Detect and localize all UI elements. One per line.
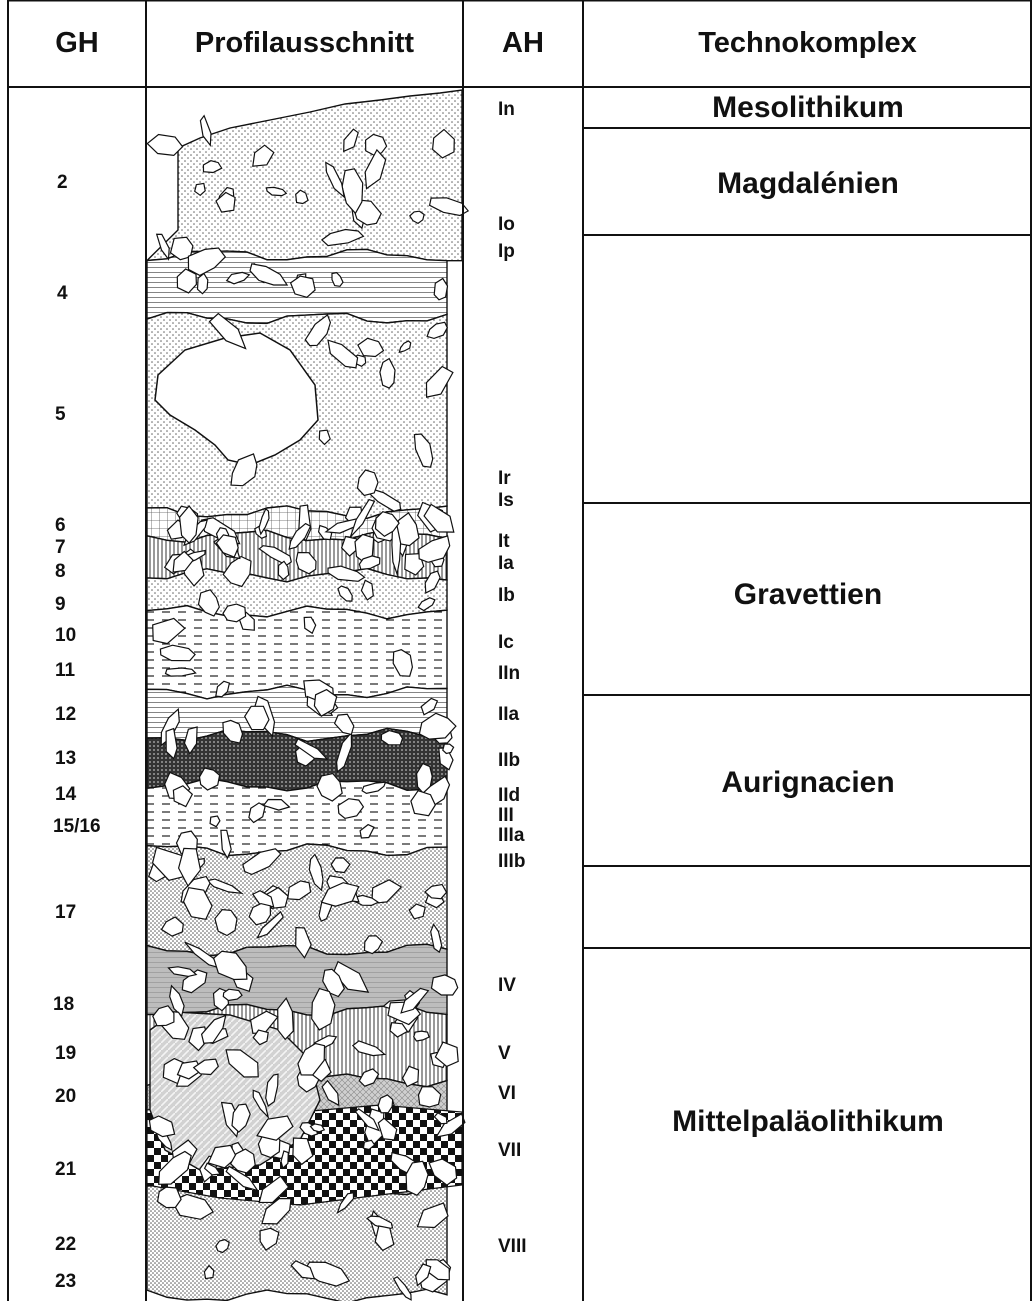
- header-profilausschnitt: Profilausschnitt: [146, 18, 463, 68]
- ah-label: IIIa: [498, 825, 524, 847]
- ah-label: In: [498, 99, 515, 121]
- technokomplex-magdalenien: Magdalénien: [584, 166, 1032, 202]
- gh-label: 15/16: [53, 816, 101, 838]
- stratum-layer: [147, 90, 462, 261]
- header-gh: GH: [8, 18, 146, 68]
- ah-label: IId: [498, 785, 520, 807]
- ah-label: Is: [498, 490, 514, 512]
- gh-label: 13: [55, 748, 76, 770]
- gh-label: 11: [55, 660, 75, 682]
- rock-clast: [443, 744, 454, 753]
- ah-label: Ic: [498, 632, 514, 654]
- ah-label: III: [498, 805, 514, 827]
- technokomplex-aurignacien: Aurignacien: [584, 765, 1032, 801]
- gh-label: 2: [57, 172, 68, 194]
- ah-label: Ib: [498, 585, 515, 607]
- gh-label: 7: [55, 537, 66, 559]
- ah-label: V: [498, 1043, 511, 1065]
- gh-label: 5: [55, 404, 66, 426]
- ah-label: Ir: [498, 468, 511, 490]
- ah-label: IIb: [498, 750, 520, 772]
- technokomplex-mesolithikum: Mesolithikum: [584, 90, 1032, 126]
- ah-label: Ip: [498, 241, 515, 263]
- gh-label: 4: [57, 283, 68, 305]
- gh-label: 21: [55, 1159, 76, 1181]
- ah-label: VII: [498, 1140, 521, 1162]
- ah-label: IIn: [498, 663, 520, 685]
- gh-label: 12: [55, 704, 76, 726]
- gh-label: 20: [55, 1086, 76, 1108]
- ah-label: It: [498, 531, 510, 553]
- gh-label: 17: [55, 902, 76, 924]
- gh-label: 14: [55, 784, 76, 806]
- ah-label: IIIb: [498, 851, 525, 873]
- gh-label: 18: [53, 994, 74, 1016]
- ah-label: Ia: [498, 553, 514, 575]
- ah-label: Io: [498, 214, 515, 236]
- rock-clast: [158, 1187, 182, 1208]
- technokomplex-mittelpalaeolithikum: Mittelpaläolithikum: [584, 1104, 1032, 1140]
- ah-label: VI: [498, 1083, 516, 1105]
- gh-label: 19: [55, 1043, 76, 1065]
- ah-label: VIII: [498, 1236, 527, 1258]
- header-technokomplex: Technokomplex: [583, 18, 1032, 68]
- gh-label: 8: [55, 561, 66, 583]
- technokomplex-gravettien: Gravettien: [584, 577, 1032, 613]
- gh-label: 23: [55, 1271, 76, 1293]
- gh-label: 6: [55, 515, 66, 537]
- header-ah: AH: [463, 18, 583, 68]
- gh-label: 10: [55, 625, 76, 647]
- rock-clast: [147, 135, 182, 156]
- ah-label: IIa: [498, 704, 519, 726]
- gh-label: 9: [55, 594, 66, 616]
- ah-label: IV: [498, 975, 516, 997]
- gh-label: 22: [55, 1234, 76, 1256]
